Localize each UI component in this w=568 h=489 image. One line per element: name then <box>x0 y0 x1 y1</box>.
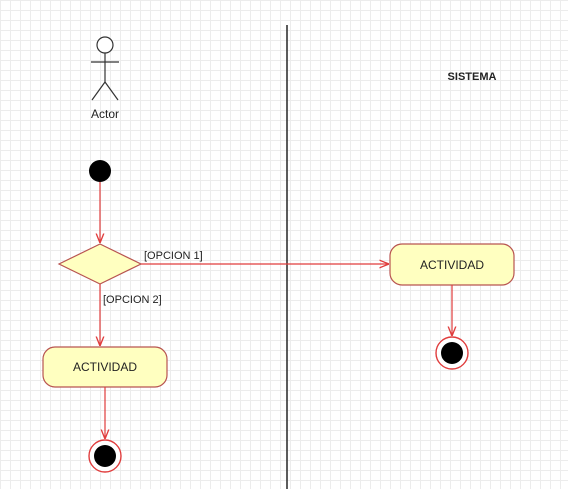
final-node-left[interactable] <box>88 439 122 473</box>
initial-node[interactable] <box>89 160 111 182</box>
guard-opcion-1: [OPCION 1] <box>144 250 203 262</box>
actor-label: Actor <box>91 107 119 121</box>
activity-right-label: ACTIVIDAD <box>420 258 484 272</box>
final-node-right[interactable] <box>435 336 469 370</box>
decision-node[interactable] <box>57 243 143 285</box>
guard-opcion-2: [OPCION 2] <box>103 294 162 306</box>
lane-title-sistema: SISTEMA <box>448 71 497 83</box>
activity-left-label: ACTIVIDAD <box>73 360 137 374</box>
actor-icon[interactable] <box>91 36 119 101</box>
